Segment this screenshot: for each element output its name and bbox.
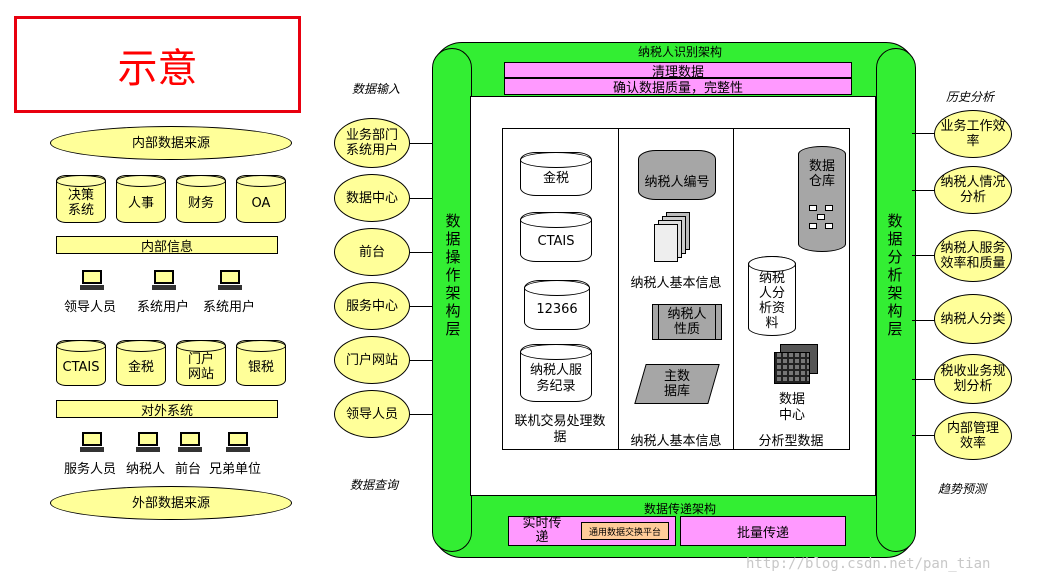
user-label-system-user: 系统用户	[203, 300, 256, 315]
user-label-system-user: 系统用户	[137, 300, 190, 315]
input-leader: 领导人员	[334, 390, 410, 438]
batch-transfer-box: 批量传递	[680, 516, 846, 546]
top-title: 纳税人识别架构	[637, 44, 722, 59]
output-service-quality: 纳税人服务 效率和质量	[934, 230, 1012, 282]
computer-icon	[226, 432, 250, 452]
computer-icon	[136, 432, 160, 452]
watermark: http://blog.csdn.net/pan_tian	[746, 556, 991, 572]
connector-line	[912, 379, 936, 380]
title-box: 示意	[14, 16, 301, 113]
data-center-label: 数据 中心	[778, 392, 805, 423]
right-pillar	[876, 48, 916, 552]
taxpayer-nature-box: 纳税人 性质	[652, 304, 722, 340]
connector-line	[410, 414, 436, 415]
external-systems-bar: 对外系统	[56, 400, 278, 419]
history-analysis-label: 历史分析	[946, 90, 995, 104]
connector-line	[410, 306, 436, 307]
cylinder-golden-tax-db: 金税	[520, 152, 592, 196]
exchange-platform-box: 通用数据交换平台	[581, 522, 669, 540]
data-center-building-icon	[774, 344, 820, 386]
computer-icon	[80, 432, 104, 452]
title-text: 示意	[117, 45, 198, 92]
data-warehouse-cylinder: 数据 仓库	[798, 146, 846, 252]
connector-line	[912, 435, 936, 436]
computer-icon	[218, 270, 242, 290]
data-input-label: 数据输入	[352, 82, 401, 96]
cylinder-golden-tax: 金税	[116, 340, 166, 386]
col3-caption: 分析型数据	[758, 434, 824, 449]
user-label-leader: 领导人员	[64, 300, 117, 315]
input-service-center: 服务中心	[334, 282, 410, 330]
user-label-front-desk: 前台	[175, 462, 202, 477]
taxpayer-basic-label: 纳税人基本信息	[630, 276, 722, 291]
realtime-transfer-box: 实时传 递 通用数据交换平台	[508, 516, 676, 546]
connector-line	[410, 143, 436, 144]
cylinder-oa: OA	[236, 175, 286, 223]
clean-data-bar: 清理数据	[504, 62, 852, 80]
output-work-efficiency: 业务工作效 率	[934, 110, 1012, 158]
data-query-label: 数据查询	[350, 478, 399, 492]
network-icon	[809, 205, 835, 231]
computer-icon	[152, 270, 176, 290]
col1-caption: 联机交易处理数 据	[514, 414, 606, 445]
external-source-ellipse: 外部数据来源	[50, 486, 292, 520]
internal-info-bar: 内部信息	[56, 236, 278, 255]
taxpayer-number-cylinder: 纳税人编号	[638, 150, 716, 200]
cylinder-decision-system: 决策 系统	[56, 175, 106, 223]
output-taxpayer-classification: 纳税人分类	[934, 294, 1012, 344]
connector-line	[912, 190, 936, 191]
user-label-service-staff: 服务人员	[64, 462, 117, 477]
cylinder-ctais-db: CTAIS	[520, 212, 592, 262]
confirm-quality-bar: 确认数据质量，完整性	[504, 78, 852, 96]
analysis-layer-label: 数据分析架构层	[887, 212, 903, 338]
taxpayer-analysis-cylinder: 纳税 人分 析资 料	[748, 256, 796, 336]
connector-line	[410, 252, 436, 253]
computer-icon	[178, 432, 202, 452]
cylinder-service-record-db: 纳税人服 务纪录	[520, 344, 592, 402]
document-stack-icon	[652, 212, 692, 266]
user-label-taxpayer: 纳税人	[126, 462, 166, 477]
column-divider	[618, 128, 619, 450]
col2-caption: 纳税人基本信息	[630, 434, 722, 449]
output-taxpayer-analysis: 纳税人情况 分析	[934, 166, 1012, 214]
cylinder-finance: 财务	[176, 175, 226, 223]
internal-source-ellipse: 内部数据来源	[50, 126, 292, 160]
computer-icon	[80, 270, 104, 290]
connector-line	[912, 255, 936, 256]
input-data-center: 数据中心	[334, 174, 410, 222]
master-database-shape: 主数 据库	[634, 364, 720, 404]
cylinder-12366-db: 12366	[524, 280, 590, 330]
bottom-title: 数据传递架构	[643, 501, 716, 516]
connector-line	[912, 133, 936, 134]
cylinder-bank-tax: 银税	[236, 340, 286, 386]
output-internal-efficiency: 内部管理 效率	[934, 412, 1012, 460]
connector-line	[912, 320, 936, 321]
operation-layer-label: 数据操作架构层	[445, 212, 461, 338]
connector-line	[410, 360, 436, 361]
input-portal: 门户网站	[334, 336, 410, 384]
cylinder-portal: 门户 网站	[176, 340, 226, 386]
trend-forecast-label: 趋势预测	[938, 482, 987, 496]
input-business-dept: 业务部门 系统用户	[334, 118, 410, 168]
user-label-sibling-unit: 兄弟单位	[209, 462, 262, 477]
output-tax-planning: 税收业务规 划分析	[934, 354, 1012, 404]
cylinder-ctais: CTAIS	[56, 340, 106, 386]
column-divider	[733, 128, 734, 450]
input-front-desk: 前台	[334, 228, 410, 276]
connector-line	[410, 198, 436, 199]
cylinder-hr: 人事	[116, 175, 166, 223]
